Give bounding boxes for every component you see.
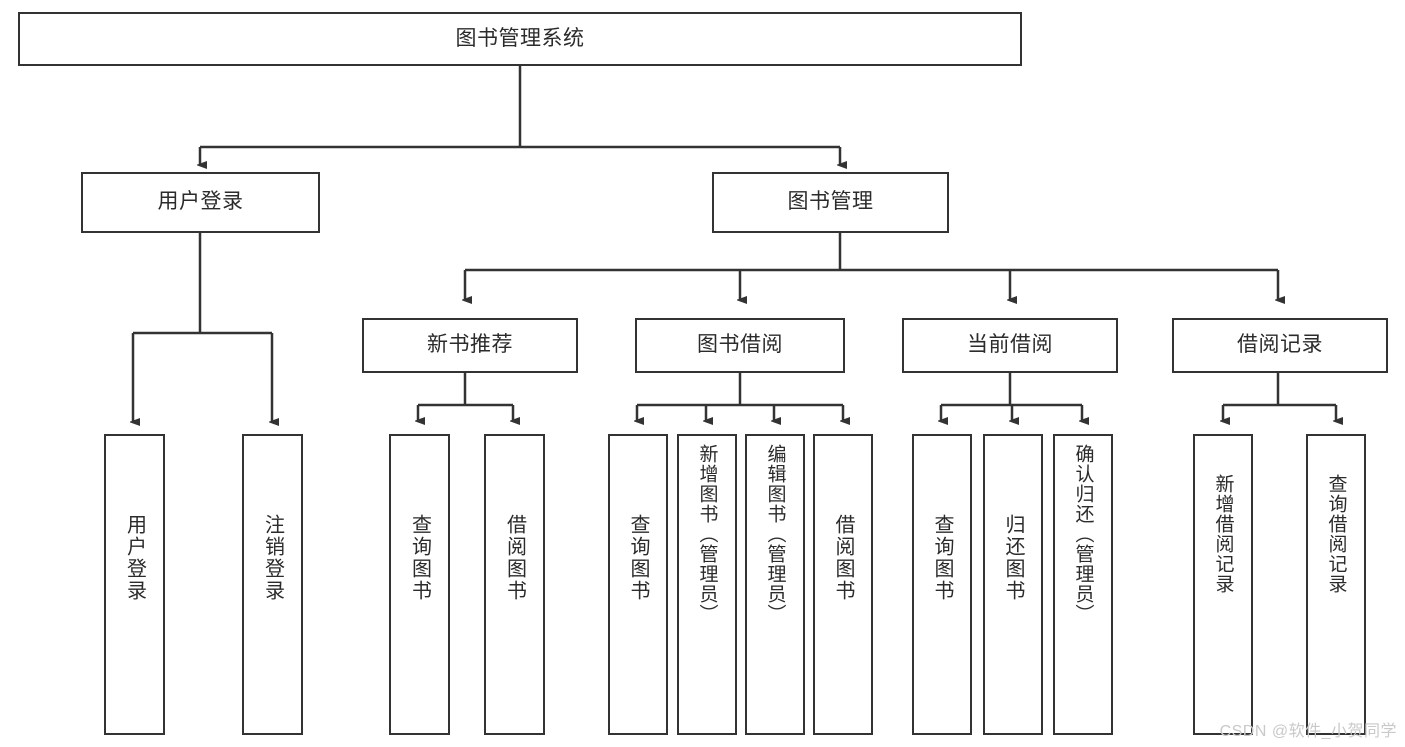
node-borrow-record[interactable]: 借阅记录	[1172, 318, 1388, 373]
leaf-query-book-recommend[interactable]: 查询图书	[389, 434, 450, 735]
node-label: 确认归还（管理员）	[1072, 444, 1094, 624]
node-label: 归还图书	[1002, 514, 1024, 602]
leaf-add-borrow-record[interactable]: 新增借阅记录	[1193, 434, 1253, 735]
node-label: 用户登录	[157, 190, 244, 214]
leaf-confirm-return-admin[interactable]: 确认归还（管理员）	[1053, 434, 1113, 735]
node-label: 查询图书	[627, 514, 649, 602]
node-label: 新增图书（管理员）	[696, 444, 718, 624]
node-label: 借阅图书	[503, 514, 526, 602]
node-label: 用户登录	[123, 514, 146, 602]
node-label: 注销登录	[261, 514, 284, 602]
node-label: 编辑图书（管理员）	[764, 444, 786, 624]
leaf-user-logout[interactable]: 注销登录	[242, 434, 303, 735]
leaf-query-book-current[interactable]: 查询图书	[912, 434, 972, 735]
leaf-return-book[interactable]: 归还图书	[983, 434, 1043, 735]
leaf-borrow-book[interactable]: 借阅图书	[813, 434, 873, 735]
node-label: 新书推荐	[427, 333, 513, 357]
node-new-book-recommend[interactable]: 新书推荐	[362, 318, 578, 373]
node-label: 图书借阅	[697, 333, 783, 357]
node-current-borrow[interactable]: 当前借阅	[902, 318, 1118, 373]
node-label: 借阅记录	[1237, 333, 1323, 357]
watermark: CSDN @软件_小贺同学	[1219, 723, 1397, 740]
leaf-add-book-admin[interactable]: 新增图书（管理员）	[677, 434, 737, 735]
node-label: 当前借阅	[967, 333, 1053, 357]
node-user-login[interactable]: 用户登录	[81, 172, 320, 233]
node-label: 查询图书	[408, 514, 431, 602]
node-root[interactable]: 图书管理系统	[18, 12, 1022, 66]
leaf-query-borrow-record[interactable]: 查询借阅记录	[1306, 434, 1366, 735]
leaf-query-book-borrow[interactable]: 查询图书	[608, 434, 668, 735]
node-label: 查询借阅记录	[1325, 474, 1347, 594]
node-label: 新增借阅记录	[1212, 474, 1234, 594]
node-label: 图书管理系统	[455, 26, 585, 50]
node-label: 图书管理	[787, 190, 874, 214]
leaf-user-login[interactable]: 用户登录	[104, 434, 165, 735]
node-book-borrow[interactable]: 图书借阅	[635, 318, 845, 373]
leaf-borrow-book-recommend[interactable]: 借阅图书	[484, 434, 545, 735]
node-book-management[interactable]: 图书管理	[712, 172, 949, 233]
leaf-edit-book-admin[interactable]: 编辑图书（管理员）	[745, 434, 805, 735]
node-label: 查询图书	[931, 514, 953, 602]
node-label: 借阅图书	[832, 514, 854, 602]
